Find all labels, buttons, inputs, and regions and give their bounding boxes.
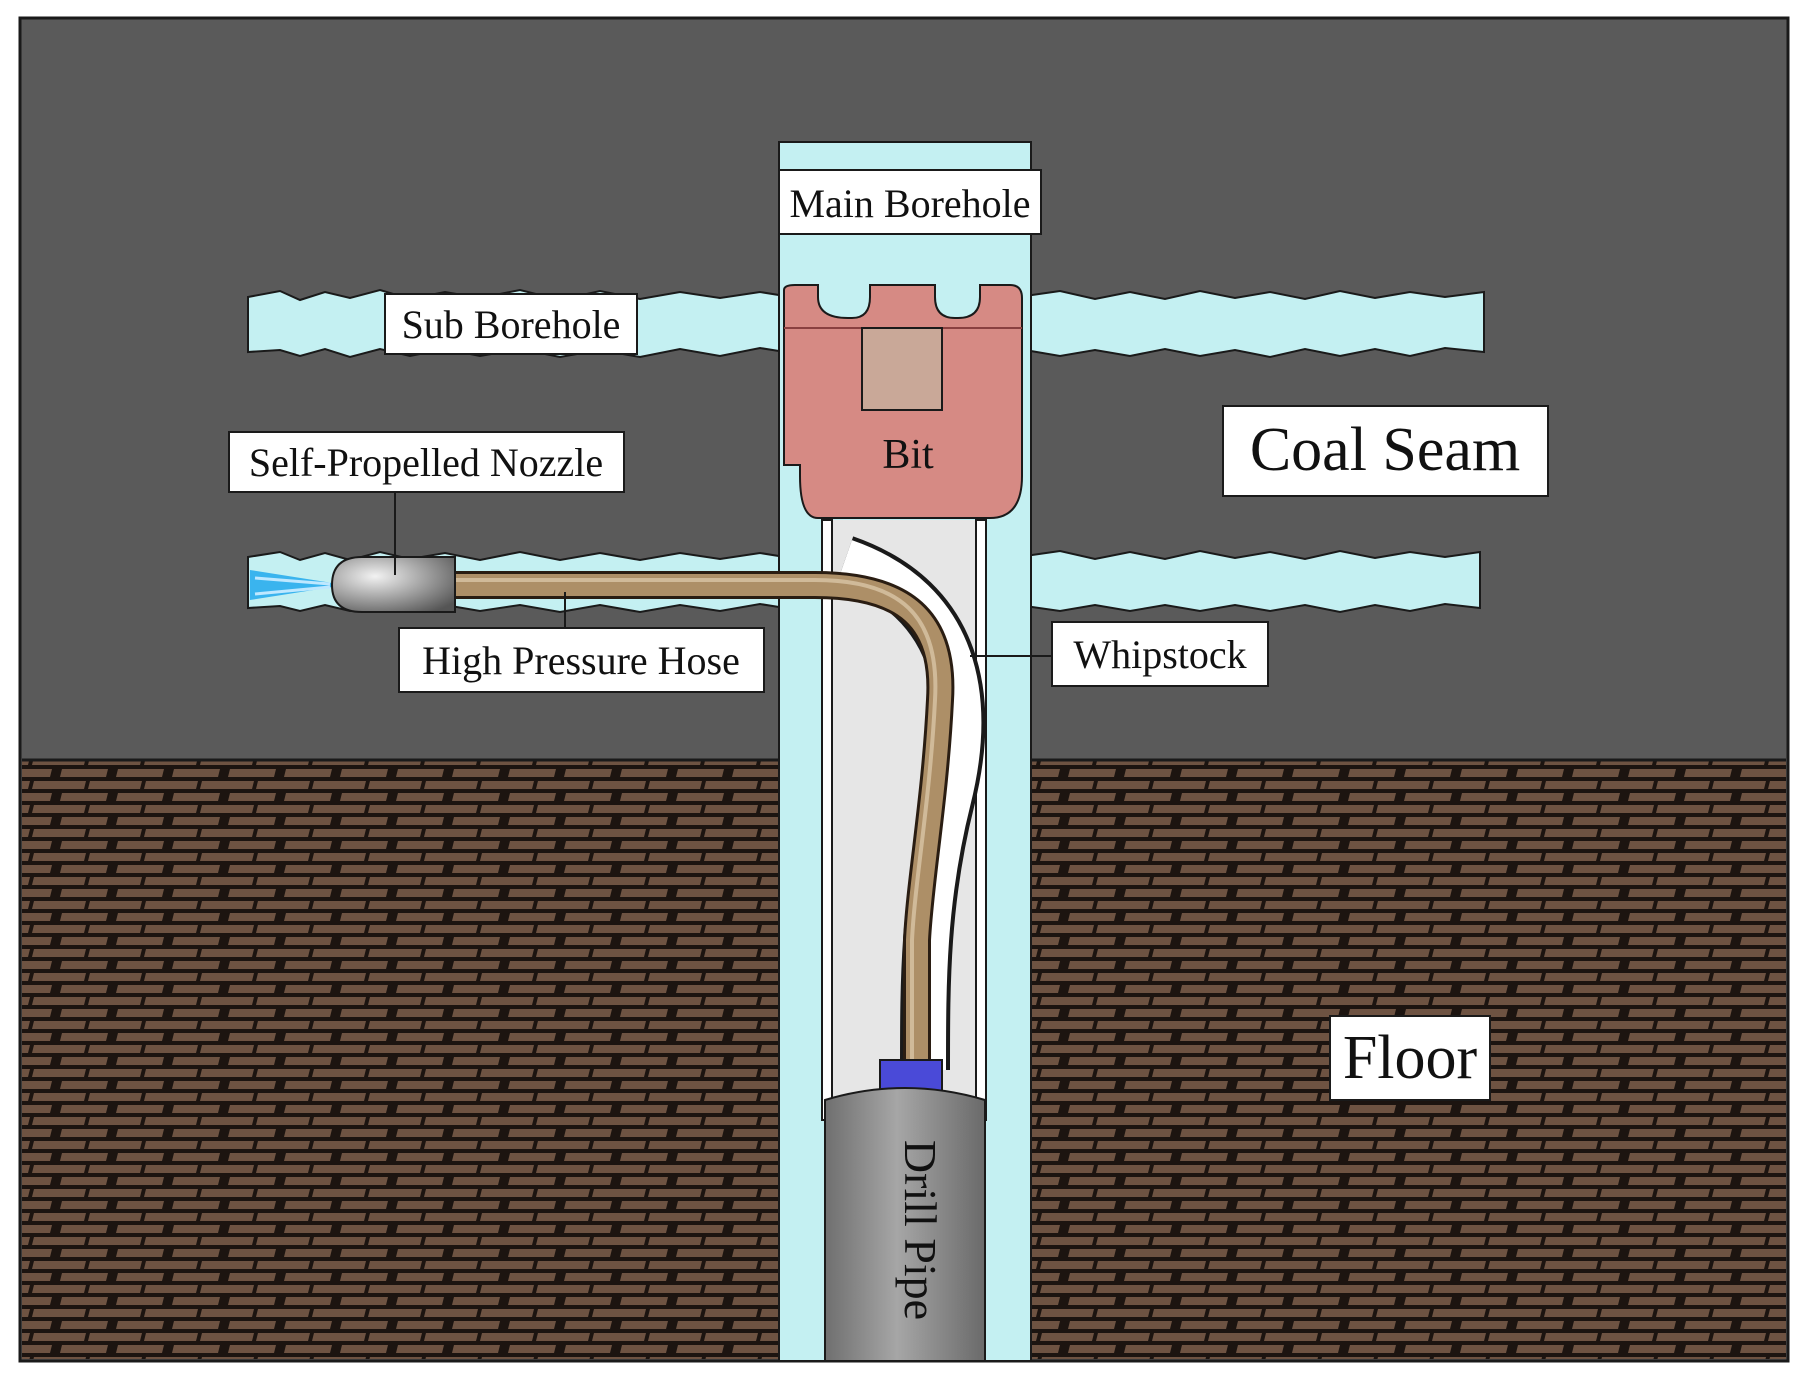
label-main-borehole: Main Borehole xyxy=(778,169,1042,235)
label-coal-seam: Coal Seam xyxy=(1222,405,1549,497)
label-floor: Floor xyxy=(1329,1015,1491,1101)
svg-text:Whipstock: Whipstock xyxy=(1073,632,1246,677)
bit-slot xyxy=(861,327,943,411)
svg-text:Floor: Floor xyxy=(1343,1024,1478,1092)
label-drill-pipe: Drill Pipe xyxy=(895,1140,946,1320)
svg-text:Self-Propelled Nozzle: Self-Propelled Nozzle xyxy=(249,440,603,485)
self-propelled-nozzle xyxy=(330,556,456,613)
label-bit: Bit xyxy=(882,432,934,478)
svg-text:Sub Borehole: Sub Borehole xyxy=(402,302,621,347)
svg-text:Coal Seam: Coal Seam xyxy=(1250,416,1520,484)
label-high-pressure-hose: High Pressure Hose xyxy=(398,627,765,693)
label-self-propelled-nozzle: Self-Propelled Nozzle xyxy=(228,431,625,493)
svg-text:High Pressure Hose: High Pressure Hose xyxy=(422,638,740,683)
label-sub-borehole: Sub Borehole xyxy=(384,293,638,355)
svg-text:Main Borehole: Main Borehole xyxy=(789,181,1030,226)
drill-pipe xyxy=(824,1087,986,1362)
drill-bit xyxy=(783,284,1023,519)
water-jet-icon xyxy=(250,570,345,600)
label-whipstock: Whipstock xyxy=(1051,621,1269,687)
